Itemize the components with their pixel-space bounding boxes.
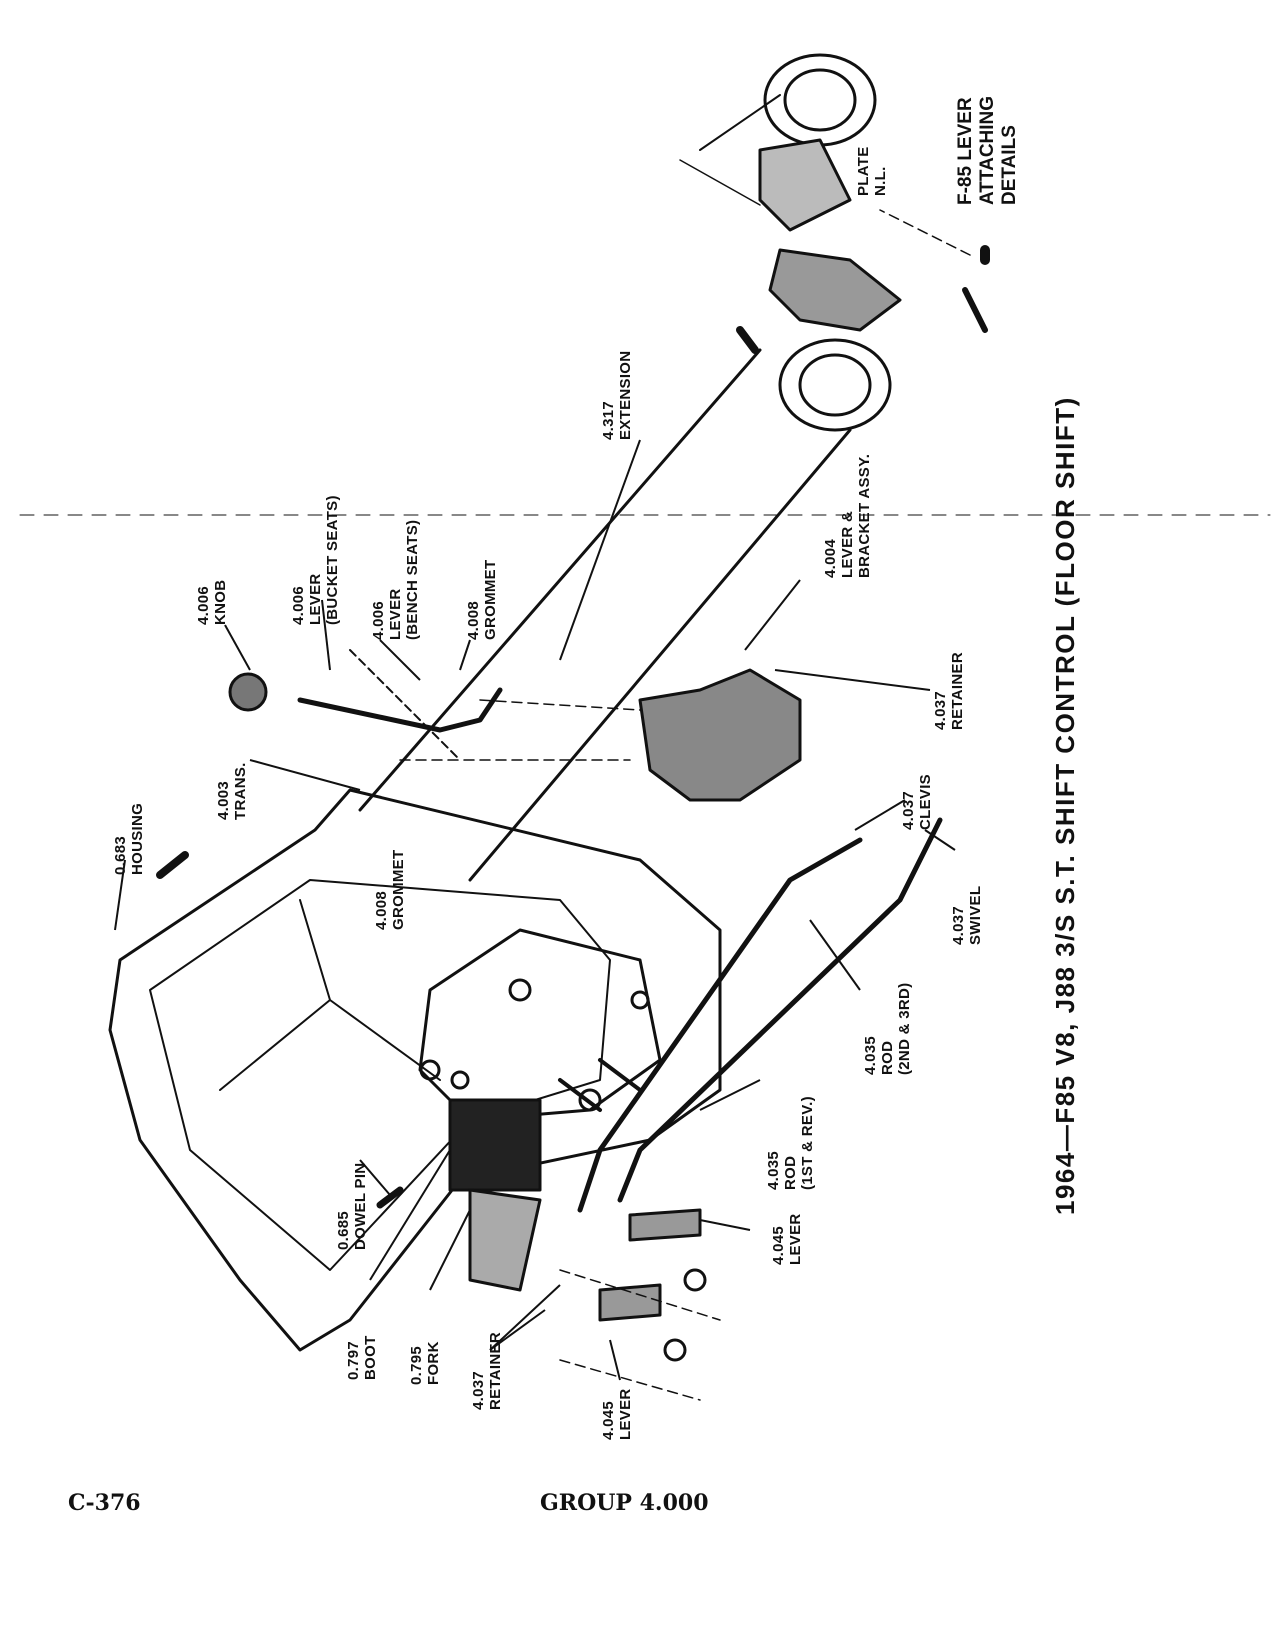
lever-bracket-assembly xyxy=(638,668,802,802)
detail-lever xyxy=(768,248,902,332)
shift-knob xyxy=(228,672,268,712)
rod-2nd-3rd xyxy=(617,817,943,1203)
extension-bearing xyxy=(778,338,892,432)
lever-4045-lower xyxy=(598,1283,662,1322)
extension-tube xyxy=(358,348,852,882)
shift-fork xyxy=(468,1188,542,1292)
detail-plate xyxy=(758,138,852,232)
page-number: C-376 xyxy=(68,1490,141,1516)
group-label: GROUP 4.000 xyxy=(540,1490,709,1516)
lever-4045-upper xyxy=(628,1208,702,1242)
diagram-title: 1964—F85 V8, J88 3/S S.T. SHIFT CONTROL … xyxy=(1050,396,1080,1215)
bellhousing-outline xyxy=(108,788,722,1352)
transmission-case xyxy=(418,928,662,1122)
shift-boot xyxy=(448,1098,542,1192)
shift-lever xyxy=(297,687,503,733)
dowel-pin xyxy=(376,1186,404,1209)
bellhousing-inner xyxy=(149,879,611,1271)
housing-bolt xyxy=(156,851,189,879)
rod-1st-rev xyxy=(577,837,863,1213)
